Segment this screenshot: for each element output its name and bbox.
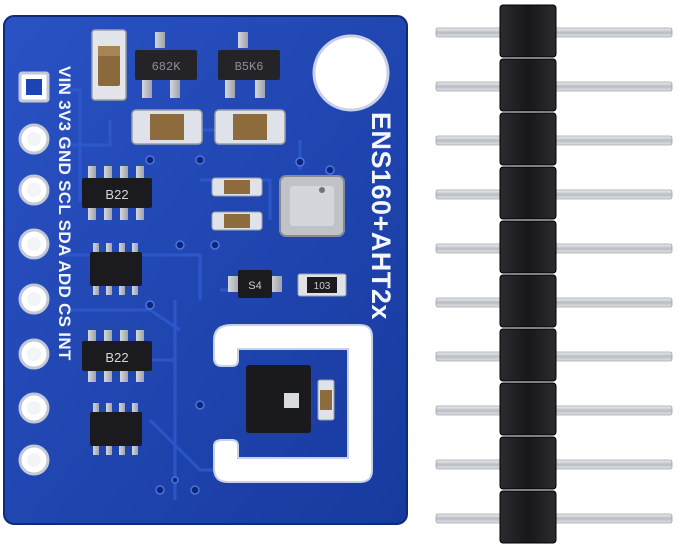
aht-isolation-slot <box>213 324 373 483</box>
capacitor-small-2 <box>211 211 263 231</box>
diode-label: S4 <box>248 280 261 292</box>
capacitor-1 <box>131 109 203 145</box>
pin-header <box>435 4 673 544</box>
resistor-array-2-label: B22 <box>105 350 128 365</box>
transistor-682k: 682K <box>135 32 197 98</box>
resistor-103-label: 103 <box>314 281 331 292</box>
resistor-array-1-label: B22 <box>105 187 128 202</box>
capacitor-top <box>91 29 127 101</box>
resistor-103: 103 <box>297 273 347 297</box>
transistor-2-label: B5K6 <box>235 60 264 74</box>
diode-s4: S4 <box>228 270 282 298</box>
transistor-1-label: 682K <box>152 60 182 74</box>
transistor-b5k6: B5K6 <box>218 32 280 98</box>
aht2x-chip <box>246 365 335 433</box>
ic-small-1 <box>90 243 142 295</box>
ic-small-2 <box>90 403 142 455</box>
mounting-hole <box>312 34 390 112</box>
pin-pads <box>18 71 50 476</box>
board-title-text: ENS160+AHT2x <box>366 112 396 320</box>
capacitor-2 <box>214 109 286 145</box>
pin-label-text: VIN 3V3 GND SCL SDA ADD CS INT <box>55 66 74 361</box>
header-plastic-blocks <box>499 4 557 544</box>
resistor-array-b22-bottom: B22 <box>82 330 152 382</box>
pcb-board: 682K B5K6 B22 <box>3 15 408 525</box>
ens160-sensor <box>279 175 345 237</box>
resistor-array-b22-top: B22 <box>82 166 152 220</box>
capacitor-small-1 <box>211 177 263 197</box>
